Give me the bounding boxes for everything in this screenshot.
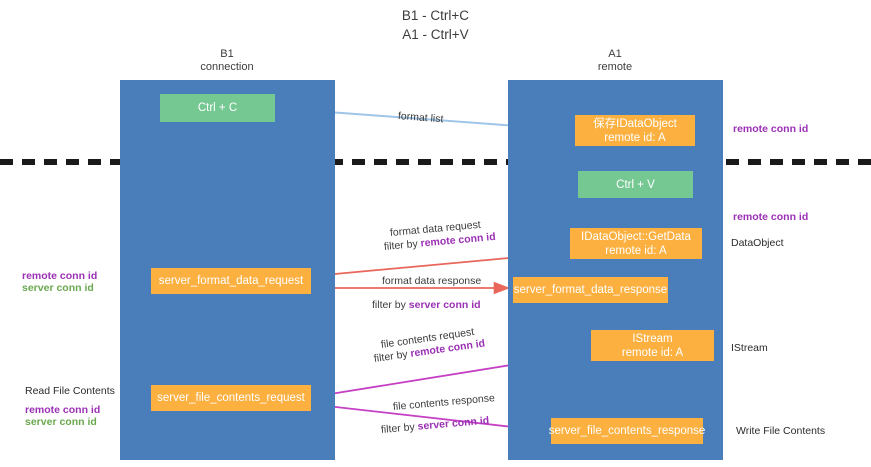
annotation-istream: IStream [731,342,768,354]
annotation-left-remote-conn-id-bottom: remote conn id [25,404,101,416]
node-save-idataobject[interactable]: 保存IDataObject remote id: A [575,115,695,146]
annotation-dataobject: DataObject [731,237,784,249]
annotation-remote-conn-id-top: remote conn id [733,123,809,135]
filter-key-server-conn-id: server conn id [417,414,490,433]
annotation-read-file-contents: Read File Contents [25,385,115,397]
node-istream[interactable]: IStream remote id: A [591,330,714,361]
edge-label-file-contents-response-filter: filter by server conn id [380,414,489,437]
filter-prefix: filter by [380,420,419,436]
node-idataobject-getdata[interactable]: IDataObject::GetData remote id: A [570,228,702,259]
edge-label-format-list: format list [397,110,444,126]
page-title: B1 - Ctrl+C A1 - Ctrl+V [401,8,470,42]
node-server-file-contents-request[interactable]: server_file_contents_request [151,385,311,411]
edge-label-format-data-response: format data response [382,275,482,287]
node-ctrl-c[interactable]: Ctrl + C [160,94,275,122]
annotation-left-server-conn-id-bottom: server conn id [25,416,97,428]
edge-label-format-data-response-filter: filter by server conn id [372,298,481,312]
annotation-left-remote-conn-id-mid: remote conn id [22,270,98,282]
filter-prefix: filter by [372,299,409,311]
filter-prefix: filter by [373,347,412,365]
filter-key-server-conn-id: server conn id [408,299,481,311]
lane-header-b1: B1 connection [200,48,254,73]
annotation-remote-conn-id-mid: remote conn id [733,211,809,223]
edge-label-file-contents-response: file contents response [392,392,496,413]
annotation-write-file-contents: Write File Contents [736,425,826,437]
node-server-format-data-request[interactable]: server_format_data_request [151,268,311,294]
annotation-left-server-conn-id-mid: server conn id [22,282,94,294]
lane-header-a1: A1 remote [597,48,633,73]
node-server-format-data-response[interactable]: server_format_data_response [513,277,668,303]
node-ctrl-v[interactable]: Ctrl + V [578,171,693,198]
filter-prefix: filter by [383,237,422,253]
node-server-file-contents-response[interactable]: server_file_contents_response [549,418,705,444]
